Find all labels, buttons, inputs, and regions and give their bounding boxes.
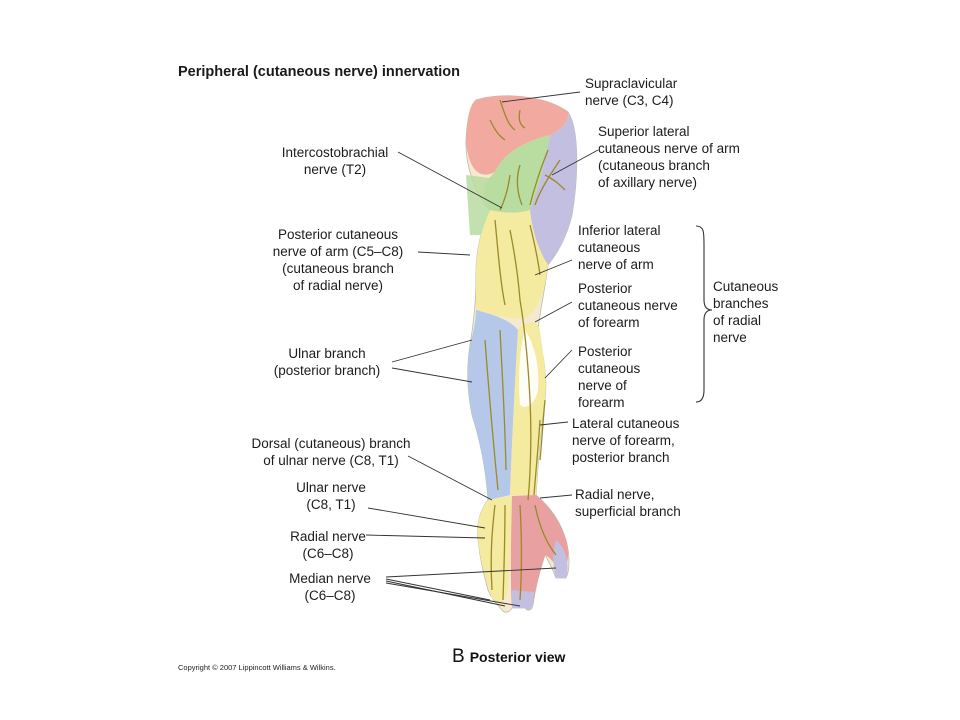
- supraclavicular-region: [466, 95, 569, 175]
- label-radial-nerve: Radial nerve (C6–C8): [290, 529, 366, 561]
- label-cutaneous-branches: Cutaneous branches of radial nerve: [713, 279, 779, 345]
- label-ulnar-branch: Ulnar branch (posterior branch): [273, 346, 381, 378]
- figure-title: Peripheral (cutaneous nerve) innervation: [178, 64, 461, 80]
- thumb-median-region: [553, 540, 568, 578]
- radial-branches-bracket: [695, 225, 713, 403]
- label-posterior-cutaneous-forearm-2: Posterior cutaneous nerve of forearm: [578, 344, 641, 410]
- label-radial-superficial: Radial nerve, superficial branch: [575, 487, 681, 519]
- axillary-strip-region: [466, 175, 492, 235]
- label-posterior-cutaneous-arm: Posterior cutaneous nerve of arm (C5–C8)…: [272, 227, 404, 293]
- label-supraclavicular: Supraclavicular nerve (C3, C4): [585, 76, 678, 108]
- ulnar-region: [467, 310, 518, 500]
- posterior-forearm-region: [519, 330, 539, 407]
- label-dorsal-ulnar: Dorsal (cutaneous) branch of ulnar nerve…: [251, 436, 411, 468]
- hand-radial-region: [510, 495, 568, 608]
- label-lateral-cutaneous-forearm: Lateral cutaneous nerve of forearm, post…: [572, 416, 680, 465]
- label-median-nerve: Median nerve (C6–C8): [289, 571, 371, 603]
- label-intercostobrachial: Intercostobrachial nerve (T2): [281, 145, 389, 177]
- label-posterior-cutaneous-forearm-1: Posterior cutaneous nerve of forearm: [578, 281, 678, 330]
- radial-arm-region: [475, 210, 548, 319]
- nerve-branches: [484, 99, 566, 601]
- leader-lines: [365, 91, 599, 607]
- view-letter: B: [452, 646, 465, 667]
- label-superior-lateral: Superior lateral cutaneous nerve of arm …: [598, 124, 740, 190]
- label-ulnar-nerve: Ulnar nerve (C8, T1): [296, 480, 366, 512]
- label-inferior-lateral: Inferior lateral cutaneous nerve of arm: [578, 223, 661, 272]
- copyright: Copyright © 2007 Lippincott Williams & W…: [178, 663, 336, 672]
- axillary-region: [530, 112, 577, 265]
- view-label: Posterior view: [469, 649, 566, 665]
- fingertips-median-region: [512, 590, 534, 611]
